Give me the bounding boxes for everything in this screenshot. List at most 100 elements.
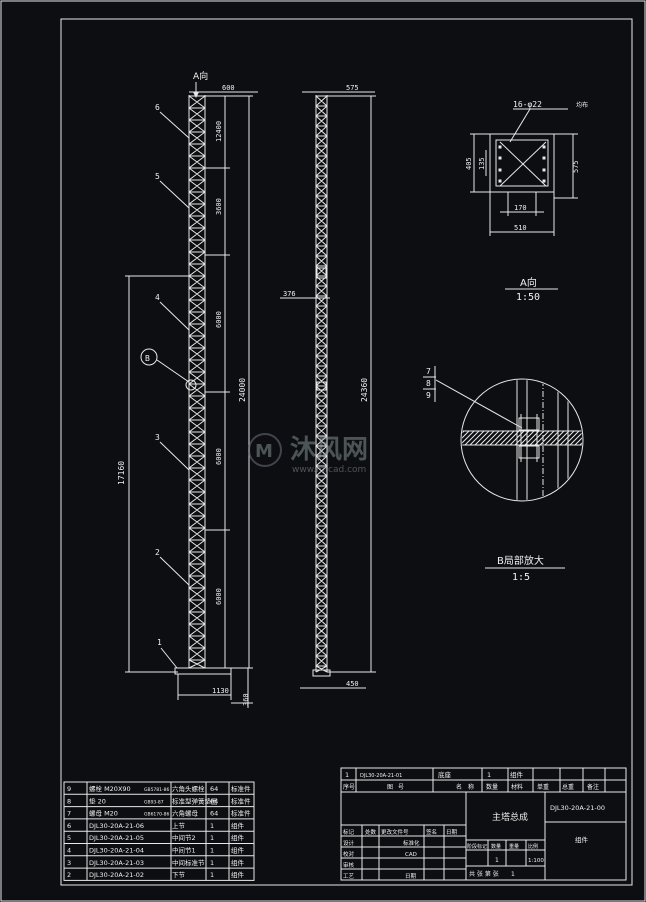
detail-b-enlarged: 7 8 9 B局部放大 1:5 — [423, 366, 584, 583]
sign-row-label: CAD — [405, 852, 417, 858]
part-callout: 5 — [155, 172, 160, 181]
detail-callout: 8 — [426, 379, 431, 388]
title-row1-name: 底座 — [438, 770, 452, 779]
bom-cell-std: GB93-87 — [144, 799, 164, 805]
sign-row-label: 日期 — [405, 873, 417, 880]
detail-b-title: B局部放大 — [497, 554, 544, 567]
sign-row-label: 审核 — [343, 861, 355, 869]
drawing-number: DJL30-20A-21-00 — [550, 804, 605, 812]
watermark-url: www.mfcad.com — [292, 465, 366, 475]
side-bottom-width-dim: 450 — [346, 680, 359, 688]
bom-cell: 垫 20 — [89, 796, 106, 805]
bom-cell: 1 — [210, 859, 214, 867]
sign-row-label: 标准化 — [403, 839, 420, 847]
bom-cell: 组件 — [231, 821, 245, 830]
bom-cell: 标准件 — [231, 796, 251, 805]
base-height-dim: 360 — [242, 693, 250, 706]
bom-cell: 标准件 — [231, 784, 251, 793]
part-callout: 3 — [155, 433, 160, 442]
bolt-hole — [542, 168, 546, 172]
bom-cell: 螺栓 M20X90 — [89, 784, 131, 793]
inner-border — [60, 18, 633, 886]
revision-header-cell: 标记 — [343, 828, 355, 836]
title-row1-kind: 组件 — [510, 770, 524, 779]
bom-cell: 64 — [210, 810, 218, 818]
side-total-height-dim: 24360 — [360, 378, 369, 402]
bom-cell: 7 — [67, 810, 71, 818]
bom-cell: 下节 — [172, 871, 186, 879]
watermark-cn: 沐风网 — [290, 435, 368, 465]
detail-b-scale: 1:5 — [512, 572, 530, 583]
title-row1-code: DJL30-20A-21-01 — [360, 773, 402, 779]
watermark: M 沐风网 www.mfcad.com — [248, 433, 368, 475]
bom-cell: DJL30-20A-21-03 — [89, 859, 144, 867]
view-a-dim-bottom: 510 — [514, 224, 527, 232]
revision-header-cell: 处数 — [365, 828, 377, 836]
total-height-dim: 24000 — [238, 378, 247, 402]
part-callout: 4 — [155, 293, 160, 302]
part-callout: 6 — [155, 103, 160, 112]
title-header-cell: 数量 — [486, 783, 498, 791]
side-mid-width-dim: 376 — [283, 290, 296, 298]
sign-row-label: 工艺 — [343, 873, 355, 880]
bom-cell: 1 — [210, 822, 214, 830]
bom-cell: 上节 — [172, 821, 186, 830]
bom-cell: 5 — [67, 834, 71, 842]
bom-cell: DJL30-20A-21-04 — [89, 847, 144, 855]
svg-text:M: M — [255, 441, 273, 462]
bom-cell: 中间节2 — [172, 833, 196, 842]
bolt-hole — [498, 145, 502, 149]
bom-cell: 1 — [210, 871, 214, 879]
revision-header-cell: 签名 — [426, 828, 437, 836]
bom-cell: 组件 — [231, 833, 245, 842]
part-callouts: 6 5 4 3 2 1 — [155, 103, 190, 669]
segment-dim: 6000 — [215, 311, 223, 328]
bom-cell: 6 — [67, 822, 71, 830]
bom-cell: 9 — [67, 785, 71, 793]
bolt-hole — [498, 168, 502, 172]
side-top-width-dim: 575 — [346, 84, 359, 92]
bom-cell: 1 — [210, 847, 214, 855]
detail-b-callout-bubble — [140, 348, 158, 366]
part-callout: 2 — [155, 548, 160, 557]
view-a-dim-inner-bottom: 170 — [514, 204, 527, 212]
title-row1-qty: 1 — [487, 771, 491, 779]
bom-cell: DJL30-20A-21-06 — [89, 822, 144, 830]
stage-qty: 1 — [495, 857, 499, 864]
title-row1-no: 1 — [345, 771, 349, 779]
bolt-hole — [498, 179, 502, 183]
drawing-name: 主塔总成 — [492, 811, 528, 823]
stage-header-cell: 重量 — [509, 843, 519, 850]
bolt-hole — [542, 145, 546, 149]
bom-cell: 标准件 — [231, 809, 251, 818]
bom-cell-std: GB6170-86 — [144, 812, 170, 818]
sign-row-label: 设计 — [343, 839, 355, 847]
segment-dimensions: 12400 3600 6000 6000 6000 — [205, 121, 230, 605]
bom-cell: DJL30-20A-21-02 — [89, 871, 144, 879]
detail-b-callout-label: B — [145, 354, 150, 363]
bom-cell: 8 — [67, 797, 71, 805]
bom-cell: 标准型弹簧垫圈 — [172, 796, 218, 805]
offset-height-dim: 17160 — [117, 461, 126, 485]
title-header-cell: 备注 — [587, 783, 599, 791]
bom-cell: 组件 — [231, 858, 245, 867]
bolt-hole — [542, 179, 546, 183]
view-a-dim-right: 575 — [572, 160, 580, 173]
bom-cell: 2 — [67, 871, 71, 879]
revision-header-cell: 日期 — [446, 829, 458, 836]
main-tower-view: A向 600 6 5 4 3 2 1 B — [117, 70, 258, 708]
title-header-cell: 称 — [468, 783, 474, 791]
detail-callout: 9 — [426, 391, 431, 400]
part-callout: 1 — [157, 638, 162, 647]
hole-note: 16-φ22 — [513, 100, 542, 109]
bom-cell: 64 — [210, 785, 218, 793]
view-a-dim-inner: 135 — [478, 157, 486, 170]
stage-header-cell: 数量 — [491, 843, 501, 850]
bom-cell: 3 — [67, 859, 71, 867]
bolt-hole — [542, 156, 546, 160]
title-header-cell: 图 — [387, 784, 393, 791]
title-header-cell: 号 — [398, 784, 404, 791]
